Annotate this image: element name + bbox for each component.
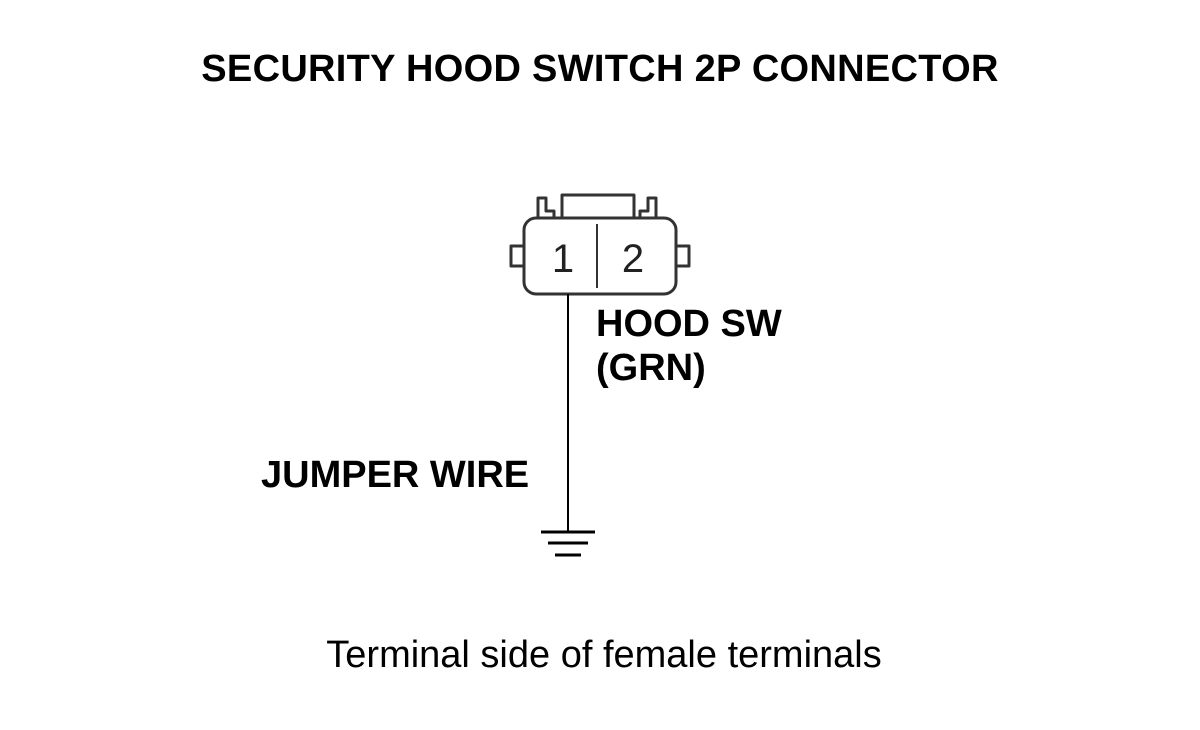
pin-1-number: 1 (552, 237, 574, 281)
connector-key-right (676, 244, 691, 268)
connector-key-left (509, 244, 524, 268)
connector-latch-left (536, 196, 556, 218)
wire-name-label: HOOD SW (596, 303, 782, 345)
jumper-wire-label: JUMPER WIRE (261, 454, 530, 496)
connector-housing (522, 216, 678, 296)
connector-top-bar (560, 193, 636, 218)
ground-symbol-icon (541, 530, 595, 557)
connector-2p-icon (509, 193, 691, 296)
pin-2-number: 2 (622, 237, 644, 281)
connector-latch-right (638, 196, 658, 218)
view-caption: Terminal side of female terminals (326, 634, 882, 676)
wire-color-label: (GRN) (596, 347, 706, 389)
diagram-title: SECURITY HOOD SWITCH 2P CONNECTOR (201, 48, 999, 90)
